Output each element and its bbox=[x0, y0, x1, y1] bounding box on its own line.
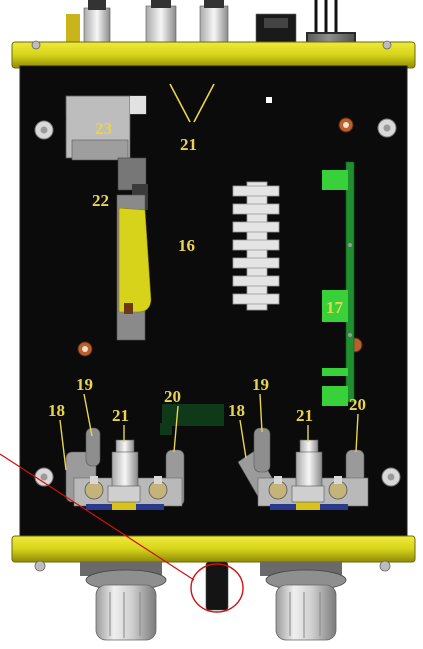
callout-22: 22 bbox=[92, 191, 109, 210]
right-knob bbox=[260, 562, 347, 641]
callout-16: 16 bbox=[178, 236, 195, 255]
rail-screw-icon bbox=[34, 560, 46, 572]
callout-17: 17 bbox=[326, 298, 344, 317]
top-tube-3 bbox=[204, 0, 224, 8]
highlight-circle bbox=[190, 563, 244, 613]
left-knob bbox=[80, 562, 167, 641]
callout-leaders bbox=[59, 393, 359, 471]
pcb-connector bbox=[322, 386, 348, 406]
dark-green-module-tab bbox=[160, 423, 172, 435]
callout-20-right: 20 bbox=[349, 395, 366, 414]
top-connectors bbox=[66, 0, 356, 47]
top-push-fitting-1 bbox=[83, 7, 111, 47]
screw-icon bbox=[381, 467, 401, 487]
bracket-screw bbox=[124, 303, 133, 314]
right-fitting-cluster bbox=[237, 427, 369, 510]
component-23-valve-block bbox=[65, 95, 147, 161]
dark-green-module bbox=[162, 404, 224, 426]
screw-icon bbox=[377, 118, 397, 138]
callout-19-right: 19 bbox=[252, 375, 269, 394]
callout-21-right: 21 bbox=[296, 406, 313, 425]
small-indicator bbox=[266, 97, 272, 103]
top-power-jack-socket bbox=[264, 18, 288, 28]
top-yellow-rail bbox=[11, 40, 416, 69]
callout-23: 23 bbox=[95, 119, 112, 138]
callout-19-left: 19 bbox=[76, 375, 93, 394]
callout-labels: 23 21 22 16 17 19 18 21 20 19 18 21 20 bbox=[48, 119, 366, 425]
component-16-heatsink bbox=[232, 181, 280, 311]
corner-screws bbox=[34, 118, 401, 487]
pcb-connector bbox=[322, 170, 348, 190]
top-brass-fitting bbox=[66, 14, 80, 42]
top-tube-2 bbox=[151, 0, 171, 8]
pointer-line bbox=[0, 453, 195, 581]
rail-screw-icon bbox=[31, 40, 41, 50]
callout-17-bg bbox=[322, 292, 348, 320]
pcb-connector bbox=[322, 368, 348, 376]
top-connector-nut bbox=[308, 34, 354, 44]
pcb-pin bbox=[348, 243, 352, 247]
top-push-fitting-3 bbox=[199, 5, 229, 47]
callout-18-right: 18 bbox=[228, 401, 245, 420]
top-push-fitting-2 bbox=[145, 5, 177, 47]
rail-screw-icon bbox=[379, 560, 391, 572]
callout-21-top: 21 bbox=[180, 135, 197, 154]
component-22-bracket bbox=[116, 157, 152, 341]
leader-lines-21 bbox=[169, 83, 215, 123]
callout-18-left: 18 bbox=[48, 401, 65, 420]
left-fitting-cluster bbox=[65, 427, 185, 510]
callout-20-left: 20 bbox=[164, 387, 181, 406]
screw-icon bbox=[34, 467, 54, 487]
top-tube-1 bbox=[88, 0, 106, 10]
pcb-pin bbox=[348, 333, 352, 337]
screw-icon bbox=[34, 120, 54, 140]
callout-21-left: 21 bbox=[112, 406, 129, 425]
bottom-center-connector bbox=[190, 561, 244, 613]
rail-screw-icon bbox=[382, 40, 392, 50]
